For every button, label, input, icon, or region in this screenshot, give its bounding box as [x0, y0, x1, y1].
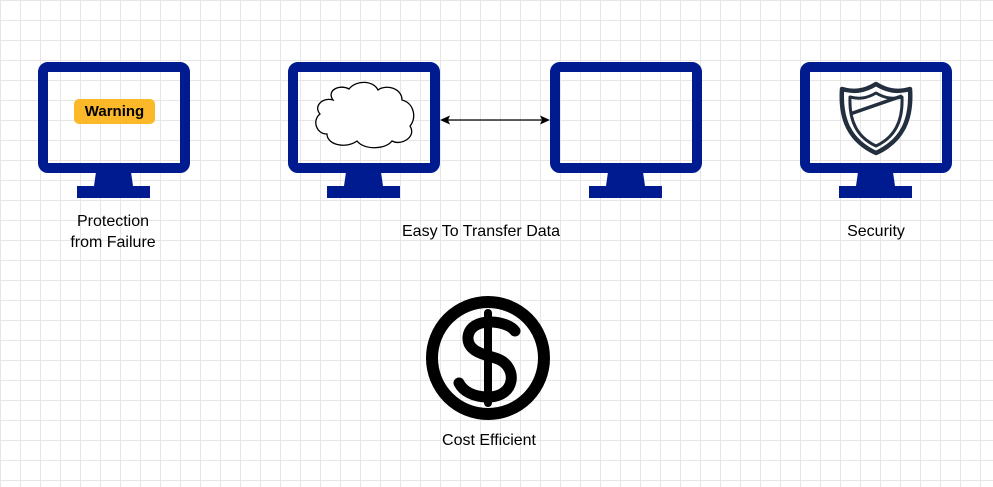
label-cost: Cost Efficient [442, 432, 536, 449]
warning-badge: Warning [74, 99, 155, 124]
double-arrow-icon [440, 115, 550, 125]
label-protection-line2: from Failure [70, 234, 156, 251]
label-transfer: Easy To Transfer Data [402, 223, 560, 240]
cloud-icon [315, 81, 415, 149]
label-protection-line1: Protection [76, 213, 150, 230]
monitor-icon [288, 62, 440, 198]
dollar-coin-icon [426, 296, 550, 420]
monitor-icon [550, 62, 702, 198]
monitor-icon [800, 62, 952, 198]
monitor-icon [38, 62, 190, 198]
shield-icon [839, 81, 913, 156]
label-security: Security [847, 223, 905, 240]
